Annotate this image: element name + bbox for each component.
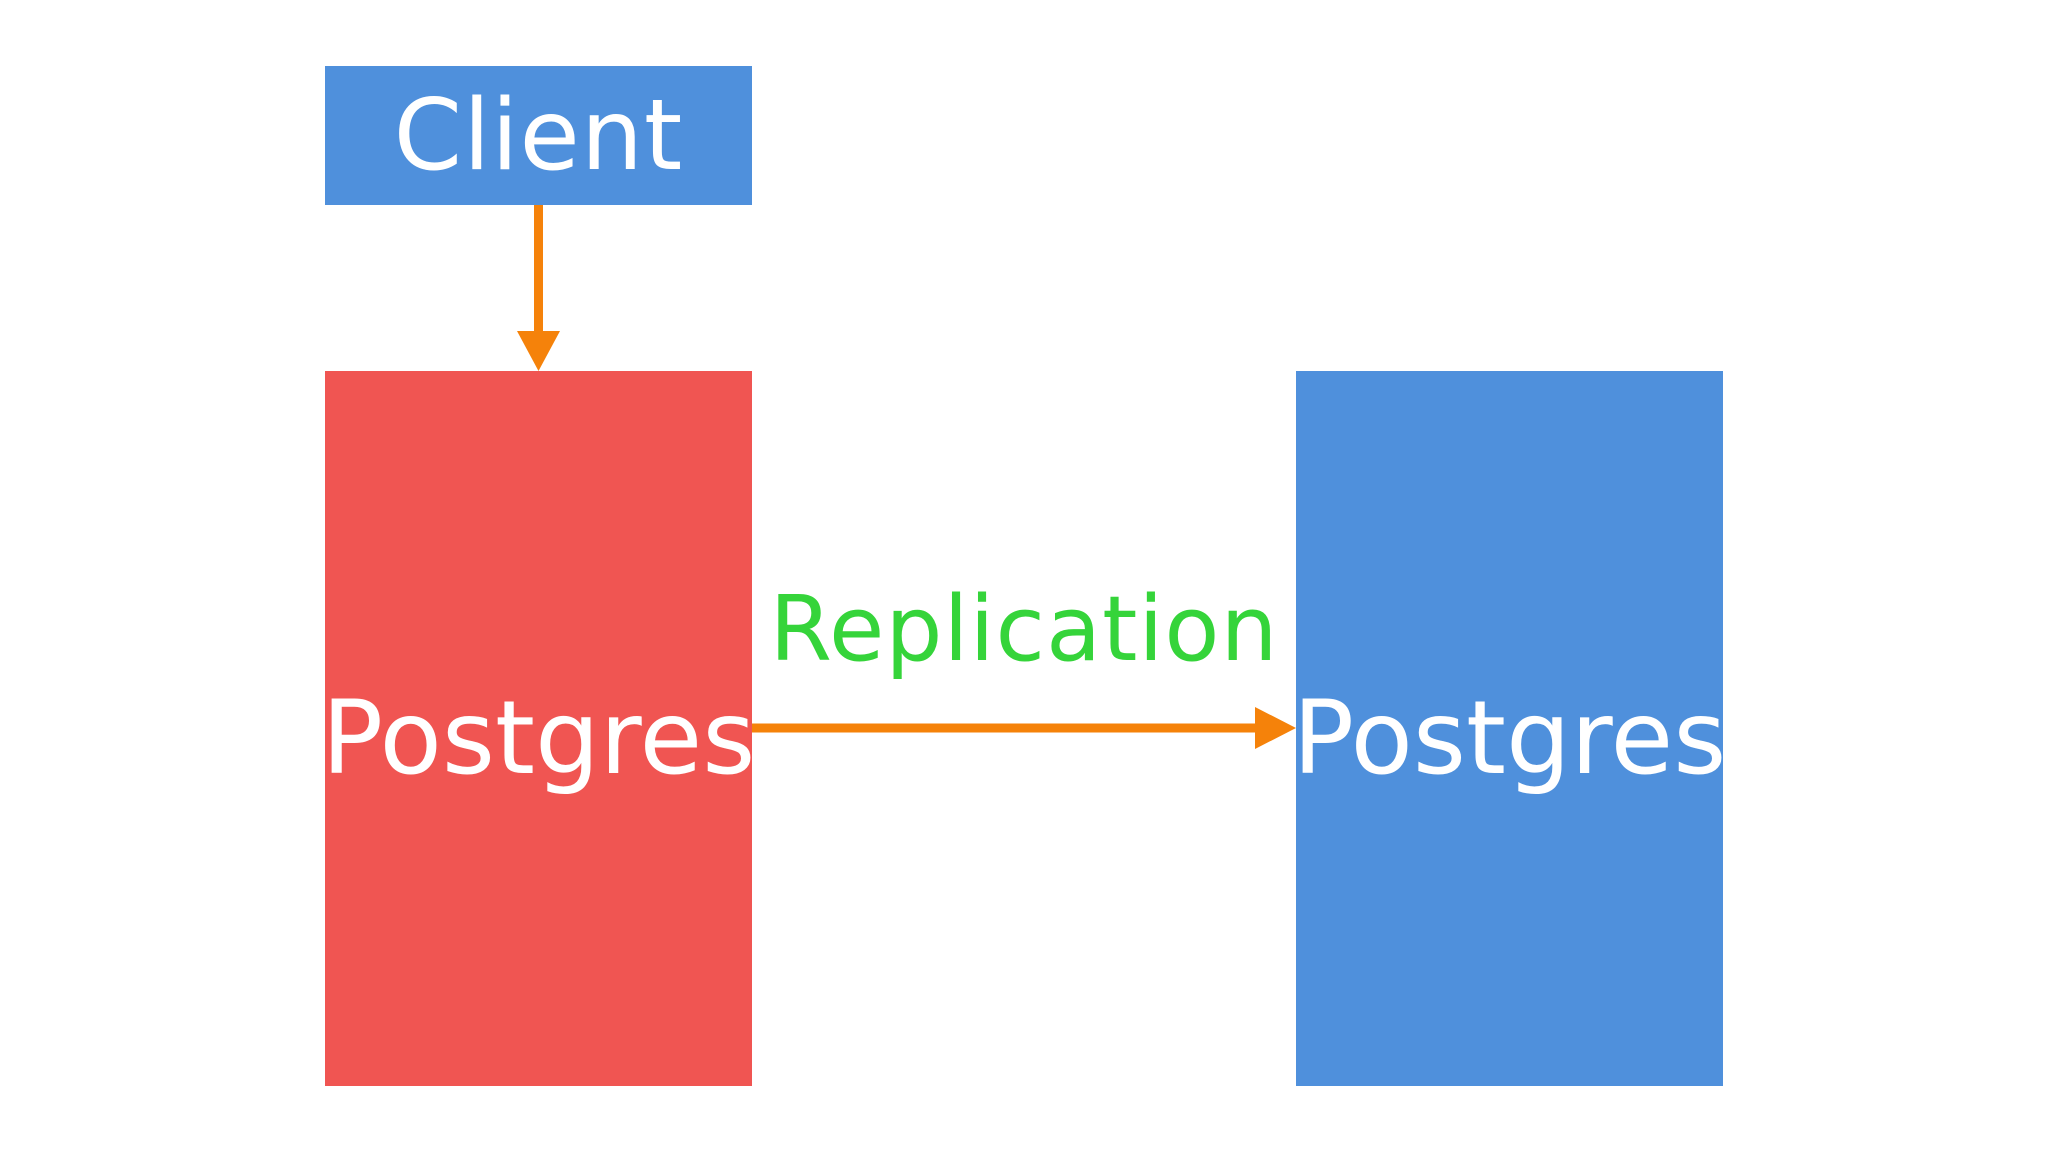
replica-postgres-label: Postgres	[1292, 679, 1727, 798]
replica-postgres-node: Postgres	[1293, 371, 1726, 1086]
client-to-primary-arrow	[517, 205, 560, 371]
replication-edge-label: Replication	[769, 577, 1279, 682]
client-node: Client	[325, 66, 752, 205]
client-to-primary-arrowhead	[517, 331, 560, 371]
primary-postgres-node: Postgres	[322, 371, 755, 1086]
primary-postgres-label: Postgres	[321, 679, 756, 798]
client-label: Client	[393, 78, 684, 193]
replication-arrowhead	[1255, 707, 1296, 749]
replication-arrow	[752, 707, 1296, 749]
